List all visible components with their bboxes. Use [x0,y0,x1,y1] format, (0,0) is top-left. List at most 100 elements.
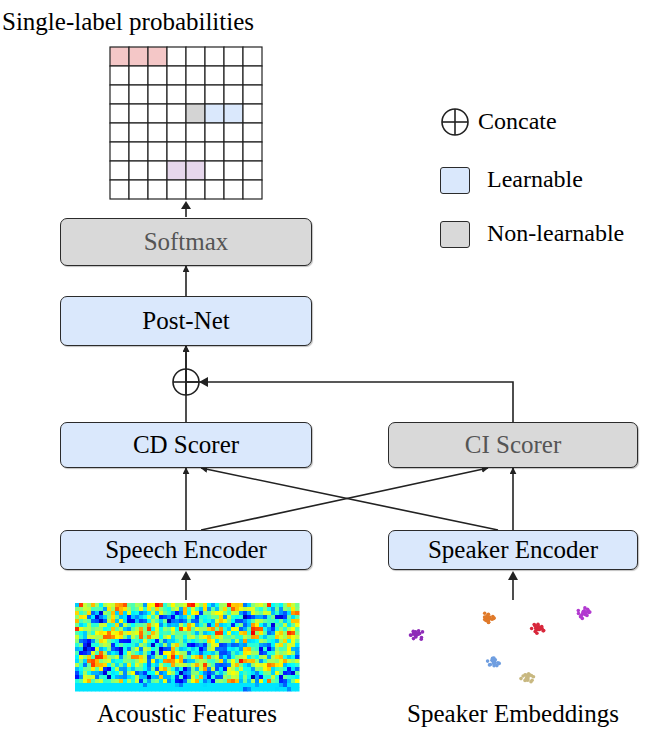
spectrogram-cell [223,619,228,624]
spectrogram-cell [275,639,280,644]
spectrogram-cell [199,679,204,684]
spectrogram-cell [119,651,124,656]
spectrogram-cell [103,623,108,628]
spectrogram-cell [211,627,216,632]
grid-cell [186,142,205,161]
spectrogram-cell [91,639,96,644]
spectrogram-cell [87,603,92,608]
spectrogram-cell [163,651,168,656]
spectrogram-cell [271,687,276,692]
spectrogram-cell [151,611,156,616]
spectrogram-cell [243,663,248,668]
spectrogram-cell [223,631,228,636]
spectrogram-cell [91,655,96,660]
spectrogram-cell [95,615,100,620]
spectrogram-cell [239,611,244,616]
embedding-point [532,675,536,679]
spectrogram-cell [99,671,104,676]
spectrogram-cell [163,627,168,632]
spectrogram-cell [215,655,220,660]
spectrogram-cell [219,675,224,680]
embedding-point [529,680,533,684]
spectrogram-cell [235,663,240,668]
spectrogram-cell [255,607,260,612]
spectrogram-cell [239,659,244,664]
spectrogram-cell [171,687,176,692]
spectrogram-cell [231,631,236,636]
spectrogram-cell [183,607,188,612]
spectrogram-cell [251,659,256,664]
spectrogram-cell [195,623,200,628]
spectrogram-cell [255,623,260,628]
spectrogram-cell [91,611,96,616]
spectrogram-cell [183,647,188,652]
grid-cell [110,123,129,142]
grid-cell [186,180,205,199]
spectrogram-cell [143,655,148,660]
spectrogram-cell [79,667,84,672]
spectrogram-cell [167,683,172,688]
grid-cell [205,142,224,161]
spectrogram-cell [167,607,172,612]
spectrogram-cell [199,607,204,612]
spectrogram-cell [267,687,272,692]
spectrogram-cell [247,611,252,616]
spectrogram-cell [167,603,172,608]
spectrogram-cell [131,679,136,684]
spectrogram-cell [95,611,100,616]
spectrogram-cell [223,671,228,676]
spectrogram-cell [179,675,184,680]
spectrogram-cell [191,675,196,680]
spectrogram-cell [191,671,196,676]
spectrogram-cell [271,623,276,628]
probability-grid [110,47,262,199]
spectrogram-cell [143,603,148,608]
spectrogram-cell [187,687,192,692]
spectrogram-cell [211,643,216,648]
spectrogram-cell [247,659,252,664]
spectrogram-cell [295,667,300,672]
spectrogram-cell [279,667,284,672]
spectrogram-cell [83,647,88,652]
spectrogram-cell [235,675,240,680]
spectrogram-cell [179,687,184,692]
spectrogram-cell [267,659,272,664]
spectrogram-cell [251,627,256,632]
spectrogram-cell [115,607,120,612]
spectrogram-cell [191,647,196,652]
spectrogram-cell [103,683,108,688]
spectrogram-cell [187,647,192,652]
spectrogram-cell [255,655,260,660]
spectrogram-cell [111,631,116,636]
spectrogram-cell [159,631,164,636]
spectrogram-cell [259,683,264,688]
spectrogram-cell [75,607,80,612]
spectrogram-cell [191,659,196,664]
spectrogram-cell [115,639,120,644]
spectrogram-cell [287,615,292,620]
spectrogram-cell [291,667,296,672]
spectrogram-cell [227,631,232,636]
spectrogram-cell [163,655,168,660]
spectrogram-cell [163,667,168,672]
spectrogram-cell [155,627,160,632]
spectrogram-cell [83,687,88,692]
spectrogram-cell [207,675,212,680]
grid-cell [186,47,205,66]
spectrogram-cell [251,635,256,640]
spectrogram-cell [107,663,112,668]
spectrogram-cell [103,663,108,668]
spectrogram-cell [291,647,296,652]
spectrogram-cell [227,603,232,608]
spectrogram-cell [155,619,160,624]
spectrogram-cell [155,631,160,636]
spectrogram-cell [251,675,256,680]
spectrogram-cell [159,651,164,656]
spectrogram-cell [155,655,160,660]
spectrogram-cell [227,639,232,644]
grid-cell [148,180,167,199]
spectrogram-cell [183,643,188,648]
spectrogram-cell [291,679,296,684]
spectrogram-cell [199,659,204,664]
spectrogram-cell [283,659,288,664]
